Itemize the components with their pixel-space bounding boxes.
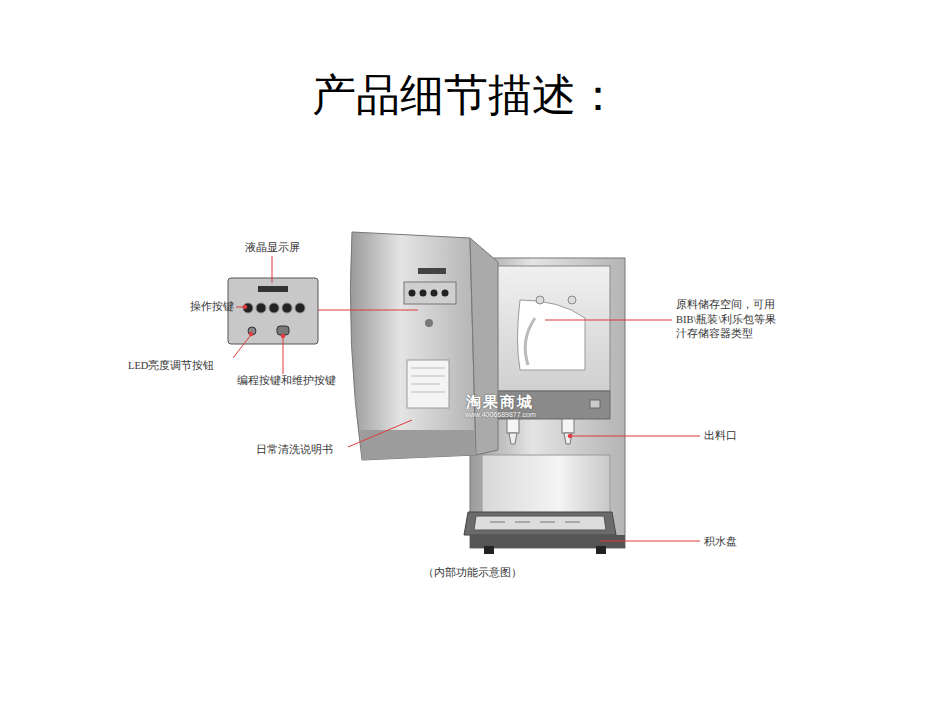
watermark: 淘果商城 — [466, 393, 534, 412]
watermark: www.4006689877.com — [465, 411, 536, 418]
part-label: LED亮度调节按钮 — [128, 359, 214, 374]
page-title: 产品细节描述： — [312, 66, 620, 125]
part-label: 出料口 — [704, 429, 737, 444]
part-label: 原料储存空间，可用BIB\瓶装\利乐包等果汁存储容器类型 — [676, 298, 784, 342]
part-label: 操作按键 — [190, 300, 234, 315]
part-label: 日常清洗说明书 — [256, 443, 333, 458]
part-label: 液晶显示屏 — [245, 241, 300, 256]
figure-caption: （内部功能示意图） — [423, 566, 522, 581]
part-label: 编程按键和维护按键 — [237, 374, 336, 389]
part-label: 积水盘 — [704, 535, 737, 550]
